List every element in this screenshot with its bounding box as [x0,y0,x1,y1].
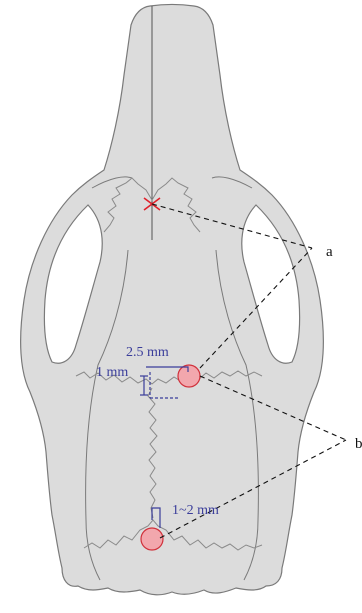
measure-offset-label: 1~2 mm [172,503,219,518]
circle-hole-icon [141,528,163,550]
measure-width-label: 2.5 mm [126,345,169,360]
measure-depth-label: 1 mm [96,365,128,380]
label-b: b [355,436,362,452]
label-a: a [326,244,333,260]
circle-hole-icon [178,365,200,387]
